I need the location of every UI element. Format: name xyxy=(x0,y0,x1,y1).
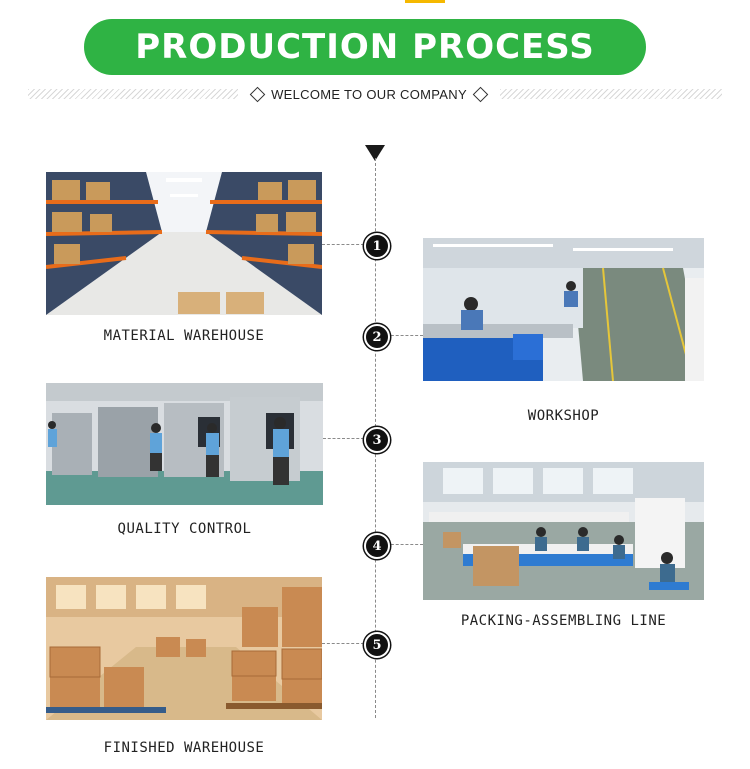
title-banner: PRODUCTION PROCESS xyxy=(84,19,646,75)
step-2-caption: WORKSHOP xyxy=(527,408,600,424)
step-4-node: 4 xyxy=(364,533,390,559)
step-3-connector xyxy=(323,438,364,439)
step-1-node: 1 xyxy=(364,233,390,259)
step-3-caption: QUALITY CONTROL xyxy=(117,521,252,537)
step-5-connector xyxy=(322,643,364,644)
subtitle-row: WELCOME TO OUR COMPANY xyxy=(28,85,722,103)
step-5-caption: FINISHED WAREHOUSE xyxy=(103,740,265,756)
left-hatch-divider xyxy=(28,89,238,99)
right-hatch-divider xyxy=(500,89,722,99)
packing-assembling-line-photo xyxy=(423,462,704,600)
arrow-down-icon xyxy=(365,145,385,161)
diamond-icon xyxy=(249,86,266,102)
step-4-caption: PACKING-ASSEMBLING LINE xyxy=(460,613,667,629)
quality-control-photo xyxy=(46,383,323,505)
step-5-node: 5 xyxy=(364,632,390,658)
material-warehouse-photo xyxy=(46,172,322,315)
step-2-connector xyxy=(386,335,423,336)
workshop-photo xyxy=(423,238,704,381)
step-1-connector xyxy=(322,244,364,245)
step-4-connector xyxy=(386,544,423,545)
step-1-caption: MATERIAL WAREHOUSE xyxy=(103,328,265,344)
step-3-node: 3 xyxy=(364,427,390,453)
subtitle: WELCOME TO OUR COMPANY xyxy=(271,86,467,102)
finished-warehouse-photo xyxy=(46,577,322,720)
step-2-node: 2 xyxy=(364,324,390,350)
page-title: PRODUCTION PROCESS xyxy=(135,27,595,67)
top-accent-bar xyxy=(405,0,445,3)
diamond-icon xyxy=(472,86,489,102)
